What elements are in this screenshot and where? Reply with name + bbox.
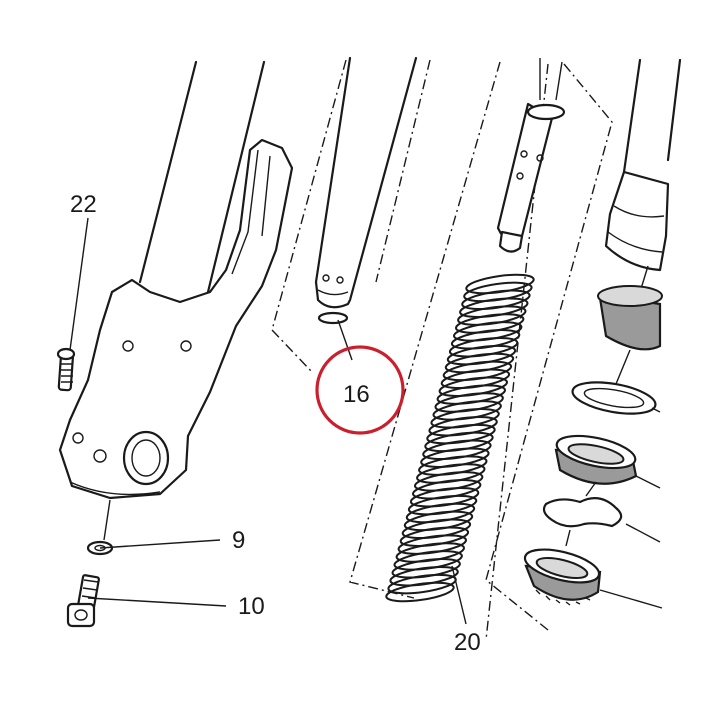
leader-9 xyxy=(99,539,221,549)
spring-coil xyxy=(385,581,455,603)
fork-lower-leg xyxy=(58,60,294,500)
screw-10 xyxy=(66,574,100,628)
part-label-20: 20 xyxy=(454,629,481,656)
screw-22 xyxy=(56,217,89,392)
part-label-9: 9 xyxy=(232,527,245,554)
highlight-ring-16 xyxy=(315,345,405,435)
damper-rod xyxy=(485,58,613,631)
part-label-16: 16 xyxy=(343,381,370,408)
oil-seal xyxy=(554,434,661,489)
part-label-22: 22 xyxy=(70,191,97,218)
leader-20 xyxy=(451,565,467,625)
washer-9 xyxy=(86,499,114,556)
spring-20 xyxy=(349,61,549,641)
inner-tube-16 xyxy=(314,56,418,325)
guide-bush xyxy=(597,265,663,351)
dust-seal xyxy=(523,529,663,609)
leader-16 xyxy=(337,319,353,361)
stanchion-end xyxy=(604,58,682,272)
leader-10 xyxy=(87,597,227,607)
circlip xyxy=(542,481,661,543)
washer xyxy=(571,349,661,415)
part-label-10: 10 xyxy=(238,593,265,620)
